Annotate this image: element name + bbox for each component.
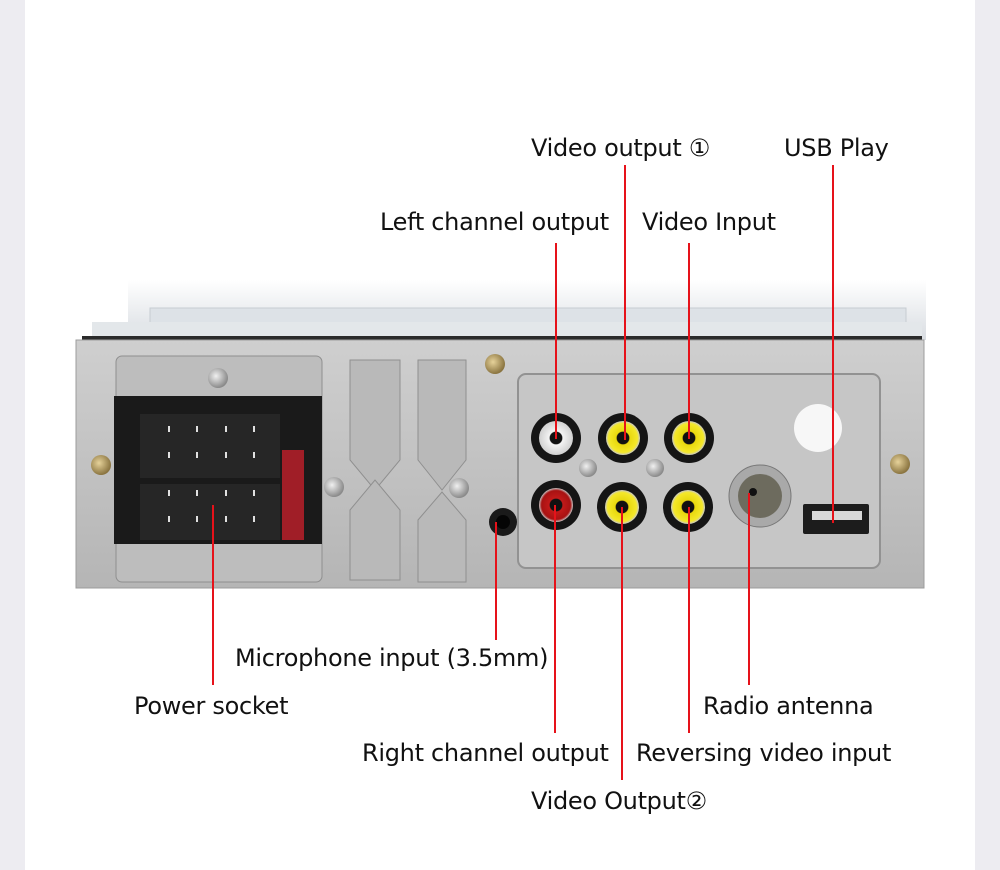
callout-line-video-input (688, 243, 690, 439)
qc-pass-sticker (794, 404, 842, 452)
callout-line-video-output-2 (621, 507, 623, 780)
label-reversing-video-input: Reversing video input (636, 739, 892, 767)
power-socket-connector (114, 396, 322, 544)
callout-line-right-channel (554, 505, 556, 733)
label-usb-play: USB Play (784, 134, 889, 162)
callout-line-video-output-1 (624, 165, 626, 440)
label-microphone-input: Microphone input (3.5mm) (235, 644, 549, 672)
label-video-output-2: Video Output② (531, 787, 707, 815)
top-casing (82, 280, 926, 344)
antenna-socket (728, 464, 792, 528)
screws (91, 354, 910, 498)
label-video-output-1: Video output ① (531, 134, 710, 162)
callout-line-usb-play (832, 165, 834, 523)
fuse (282, 450, 304, 540)
label-power-socket: Power socket (134, 692, 289, 720)
callout-line-microphone (495, 522, 497, 640)
callout-line-power-socket (212, 505, 214, 685)
label-video-input: Video Input (642, 208, 776, 236)
callout-line-reversing-video (688, 507, 690, 733)
label-right-channel-output: Right channel output (362, 739, 609, 767)
label-left-channel-output: Left channel output (380, 208, 609, 236)
label-radio-antenna: Radio antenna (703, 692, 874, 720)
callout-line-left-channel (555, 243, 557, 439)
usb-port (803, 504, 869, 534)
callout-line-radio-antenna (748, 493, 750, 685)
